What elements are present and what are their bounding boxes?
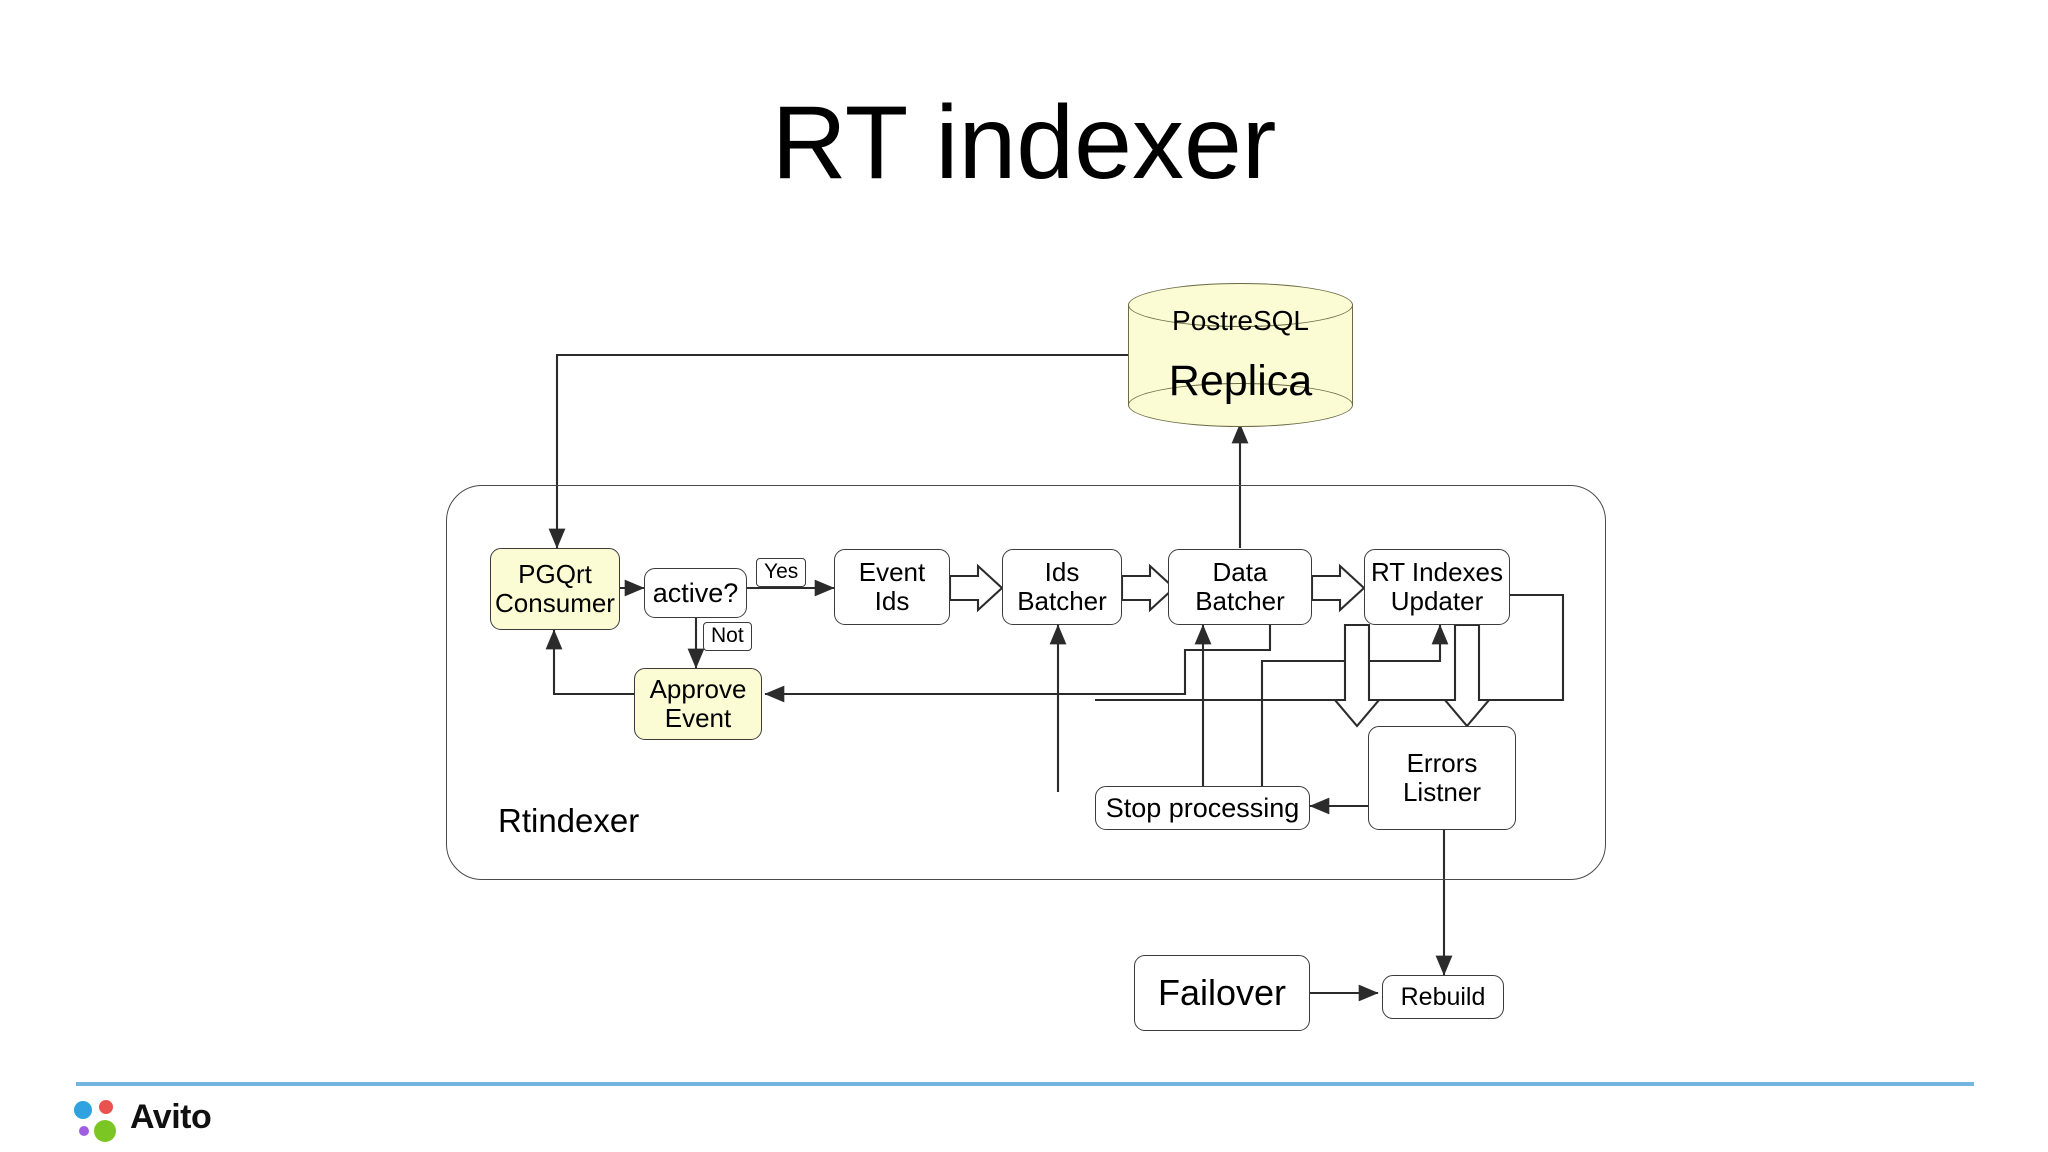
- node-data-batcher[interactable]: Data Batcher: [1168, 549, 1312, 625]
- rtindexer-container: [446, 485, 1606, 880]
- node-errors-listner[interactable]: Errors Listner: [1368, 726, 1516, 830]
- node-rt-indexes-updater[interactable]: RT Indexes Updater: [1364, 549, 1510, 625]
- node-active-decision-label: active?: [652, 577, 739, 608]
- logo-dot-blue-icon: [74, 1101, 92, 1119]
- node-failover[interactable]: Failover: [1134, 955, 1310, 1031]
- node-errors-listner-label: Errors Listner: [1402, 747, 1482, 807]
- edge-label-yes: Yes: [756, 558, 807, 588]
- logo-dot-red-icon: [99, 1100, 113, 1114]
- node-data-batcher-label: Data Batcher: [1195, 556, 1285, 616]
- node-stop-processing[interactable]: Stop processing: [1095, 786, 1310, 830]
- node-event-ids[interactable]: Event Ids: [834, 549, 950, 625]
- node-approve-event-label: Approve Event: [649, 673, 747, 733]
- node-stop-processing-label: Stop processing: [1105, 792, 1300, 823]
- database-cylinder-postgresql-replica: PostreSQL Replica: [1128, 283, 1353, 427]
- node-event-ids-label: Event Ids: [858, 556, 926, 616]
- node-pgqrt-consumer[interactable]: PGQrt Consumer: [490, 548, 620, 630]
- node-approve-event[interactable]: Approve Event: [634, 668, 762, 740]
- node-failover-label: Failover: [1157, 971, 1287, 1013]
- node-rt-indexes-updater-label: RT Indexes Updater: [1370, 556, 1503, 616]
- logo-dot-purple-icon: [79, 1126, 89, 1136]
- edge-label-not: Not: [703, 622, 752, 652]
- avito-logo: Avito: [74, 1098, 334, 1144]
- cylinder-top: [1128, 283, 1353, 327]
- node-ids-batcher-label: Ids Batcher: [1017, 556, 1107, 616]
- node-pgqrt-consumer-label: PGQrt Consumer: [495, 558, 615, 618]
- node-rebuild[interactable]: Rebuild: [1382, 975, 1504, 1019]
- avito-wordmark: Avito: [130, 1098, 212, 1136]
- node-active-decision[interactable]: active?: [644, 568, 747, 618]
- node-rebuild-label: Rebuild: [1400, 983, 1486, 1011]
- footer-divider: [76, 1082, 1974, 1086]
- page-title: RT indexer: [771, 85, 1277, 201]
- node-ids-batcher[interactable]: Ids Batcher: [1002, 549, 1122, 625]
- rtindexer-container-label: Rtindexer: [498, 802, 640, 839]
- logo-dot-green-icon: [94, 1120, 116, 1142]
- avito-logo-dots: [74, 1100, 120, 1142]
- cylinder-bottom: [1128, 383, 1353, 427]
- database-instance-label: Replica: [1168, 357, 1313, 405]
- database-engine-label: PostreSQL: [1172, 305, 1309, 336]
